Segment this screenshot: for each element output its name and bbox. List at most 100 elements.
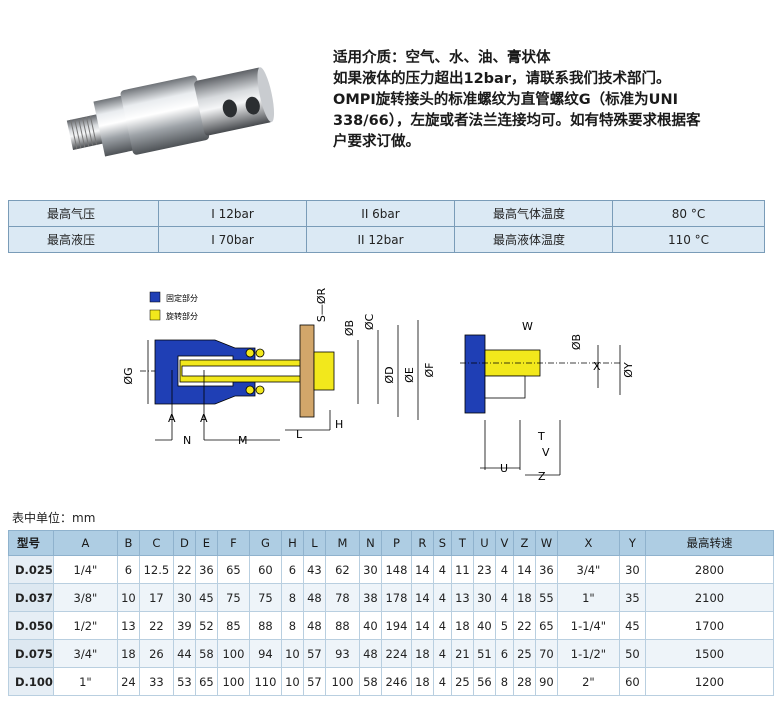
column-header: L bbox=[302, 530, 326, 556]
description-line: 户要求订做。 bbox=[333, 134, 420, 150]
column-header: C bbox=[138, 530, 174, 556]
table-cell: 4 bbox=[432, 611, 452, 640]
column-header: W bbox=[534, 530, 558, 556]
description: 适用介质：空气、水、油、膏状体 如果液体的压力超出12bar，请联系我们技术部门… bbox=[333, 48, 773, 153]
table-cell: 194 bbox=[380, 611, 412, 640]
table-cell: 10 bbox=[280, 667, 304, 696]
dim-label: U bbox=[500, 462, 508, 475]
column-header: G bbox=[248, 530, 282, 556]
table-cell: 93 bbox=[324, 639, 360, 668]
table-cell: 48 bbox=[358, 639, 382, 668]
table-cell: 10 bbox=[116, 583, 140, 612]
table-cell: 4 bbox=[432, 667, 452, 696]
column-header: Z bbox=[512, 530, 536, 556]
table-cell: 110 bbox=[248, 667, 282, 696]
table-cell: 1200 bbox=[644, 667, 775, 696]
table-cell: 23 bbox=[472, 555, 496, 584]
dim-label: ØD bbox=[383, 366, 396, 383]
table-cell: 22 bbox=[172, 555, 196, 584]
description-line: 适用介质：空气、水、油、膏状体 bbox=[333, 50, 551, 66]
table-cell: 48 bbox=[302, 611, 326, 640]
description-line: 如果液体的压力超出12bar，请联系我们技术部门。 bbox=[333, 71, 671, 87]
table-cell: 4 bbox=[432, 639, 452, 668]
table-cell: 90 bbox=[534, 667, 558, 696]
table-cell: 14 bbox=[410, 555, 434, 584]
dim-label: W bbox=[522, 320, 533, 333]
dim-label: ØF bbox=[423, 363, 436, 378]
legend-rotating-swatch bbox=[149, 309, 161, 321]
model-cell: D.075 bbox=[8, 639, 54, 668]
table-cell: 3/8" bbox=[52, 583, 118, 612]
table-cell: 21 bbox=[450, 639, 474, 668]
table-cell: 8 bbox=[280, 583, 304, 612]
column-header: S bbox=[432, 530, 452, 556]
table-cell: 224 bbox=[380, 639, 412, 668]
table-cell: 1" bbox=[52, 667, 118, 696]
table-cell: 65 bbox=[216, 555, 250, 584]
table-cell: 18 bbox=[450, 611, 474, 640]
table-cell: 2800 bbox=[644, 555, 775, 584]
table-cell: 48 bbox=[302, 583, 326, 612]
table-cell: 178 bbox=[380, 583, 412, 612]
table-cell: 100 bbox=[216, 667, 250, 696]
table-cell: 1" bbox=[556, 583, 620, 612]
table-cell: 62 bbox=[324, 555, 360, 584]
table-cell: 40 bbox=[472, 611, 496, 640]
table-cell: 8 bbox=[280, 611, 304, 640]
spec-label: 最高气压 bbox=[8, 200, 159, 227]
table-cell: 14 bbox=[410, 611, 434, 640]
table-cell: 1500 bbox=[644, 639, 775, 668]
spec-label: 最高液压 bbox=[8, 226, 159, 253]
spec-value: I 12bar bbox=[158, 200, 307, 227]
spec-value: II 12bar bbox=[306, 226, 455, 253]
table-cell: 22 bbox=[512, 611, 536, 640]
table-cell: 1-1/2" bbox=[556, 639, 620, 668]
table-cell: 1/2" bbox=[52, 611, 118, 640]
table-cell: 2100 bbox=[644, 583, 775, 612]
unit-note: 表中单位：mm bbox=[12, 511, 96, 525]
table-cell: 12.5 bbox=[138, 555, 174, 584]
dim-label: L bbox=[296, 428, 303, 441]
dim-label: ØB bbox=[343, 320, 356, 336]
table-cell: 52 bbox=[194, 611, 218, 640]
dim-label: S—ØR bbox=[315, 288, 328, 323]
column-header: N bbox=[358, 530, 382, 556]
dim-label: ØY bbox=[622, 362, 635, 378]
table-cell: 30 bbox=[618, 555, 646, 584]
dim-label: X bbox=[593, 360, 601, 373]
table-cell: 85 bbox=[216, 611, 250, 640]
table-cell: 30 bbox=[472, 583, 496, 612]
spec-label: 最高气体温度 bbox=[454, 200, 613, 227]
dim-label: ØG bbox=[122, 367, 135, 384]
table-cell: 65 bbox=[194, 667, 218, 696]
column-header: P bbox=[380, 530, 412, 556]
column-header: R bbox=[410, 530, 434, 556]
dim-label: A bbox=[200, 412, 208, 425]
table-cell: 3/4" bbox=[556, 555, 620, 584]
spec-value: 110 °C bbox=[612, 226, 765, 253]
table-cell: 94 bbox=[248, 639, 282, 668]
table-cell: 246 bbox=[380, 667, 412, 696]
table-cell: 45 bbox=[194, 583, 218, 612]
table-cell: 75 bbox=[216, 583, 250, 612]
product-photo bbox=[66, 67, 275, 157]
table-cell: 60 bbox=[618, 667, 646, 696]
legend-fixed-swatch bbox=[149, 291, 161, 303]
table-cell: 1/4" bbox=[52, 555, 118, 584]
model-cell: D.025 bbox=[8, 555, 54, 584]
table-cell: 75 bbox=[248, 583, 282, 612]
table-cell: 24 bbox=[116, 667, 140, 696]
table-cell: 25 bbox=[512, 639, 536, 668]
table-cell: 30 bbox=[358, 555, 382, 584]
spec-value: II 6bar bbox=[306, 200, 455, 227]
table-cell: 13 bbox=[450, 583, 474, 612]
column-header: 最高转速 bbox=[644, 530, 775, 556]
dim-label: ØC bbox=[363, 314, 376, 331]
table-cell: 39 bbox=[172, 611, 196, 640]
table-cell: 5 bbox=[494, 611, 514, 640]
column-header: V bbox=[494, 530, 514, 556]
